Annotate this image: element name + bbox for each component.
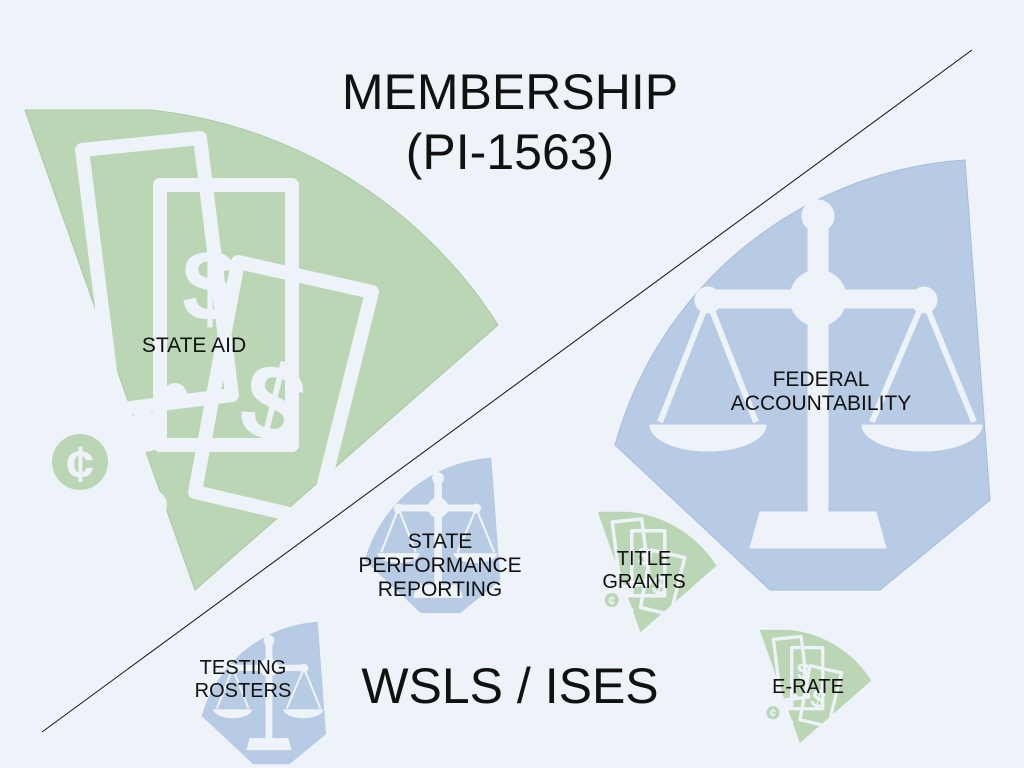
wsls-ises-label: WSLS / ISES <box>361 658 659 714</box>
label-state-performance-reporting: STATE PERFORMANCE REPORTING <box>330 530 550 602</box>
title-line-1: MEMBERSHIP <box>341 64 679 120</box>
label-title-grants: TITLE GRANTS <box>580 548 708 594</box>
page-title: MEMBERSHIP (PI-1563) <box>280 62 740 182</box>
title-line-2: (PI-1563) <box>405 124 615 180</box>
label-federal-line-1: FEDERAL <box>772 368 870 391</box>
label-erate: E-RATE <box>772 676 844 698</box>
label-testing-line-2: ROSTERS <box>194 680 292 702</box>
label-perf-line-3: REPORTING <box>377 578 503 602</box>
label-state-aid: STATE AID <box>141 334 247 357</box>
label-testing-rosters: TESTING ROSTERS <box>172 657 314 703</box>
label-testing-line-1: TESTING <box>199 657 287 679</box>
label-federal-line-2: ACCOUNTABILITY <box>730 392 912 416</box>
label-perf-line-1: STATE <box>407 530 473 553</box>
label-grants-line-2: GRANTS <box>602 571 686 593</box>
label-grants-line-1: TITLE <box>616 548 672 570</box>
label-perf-line-2: PERFORMANCE <box>358 554 522 578</box>
label-federal-accountability: FEDERAL ACCOUNTABILITY <box>700 368 942 416</box>
diagonal-divider <box>41 49 973 733</box>
